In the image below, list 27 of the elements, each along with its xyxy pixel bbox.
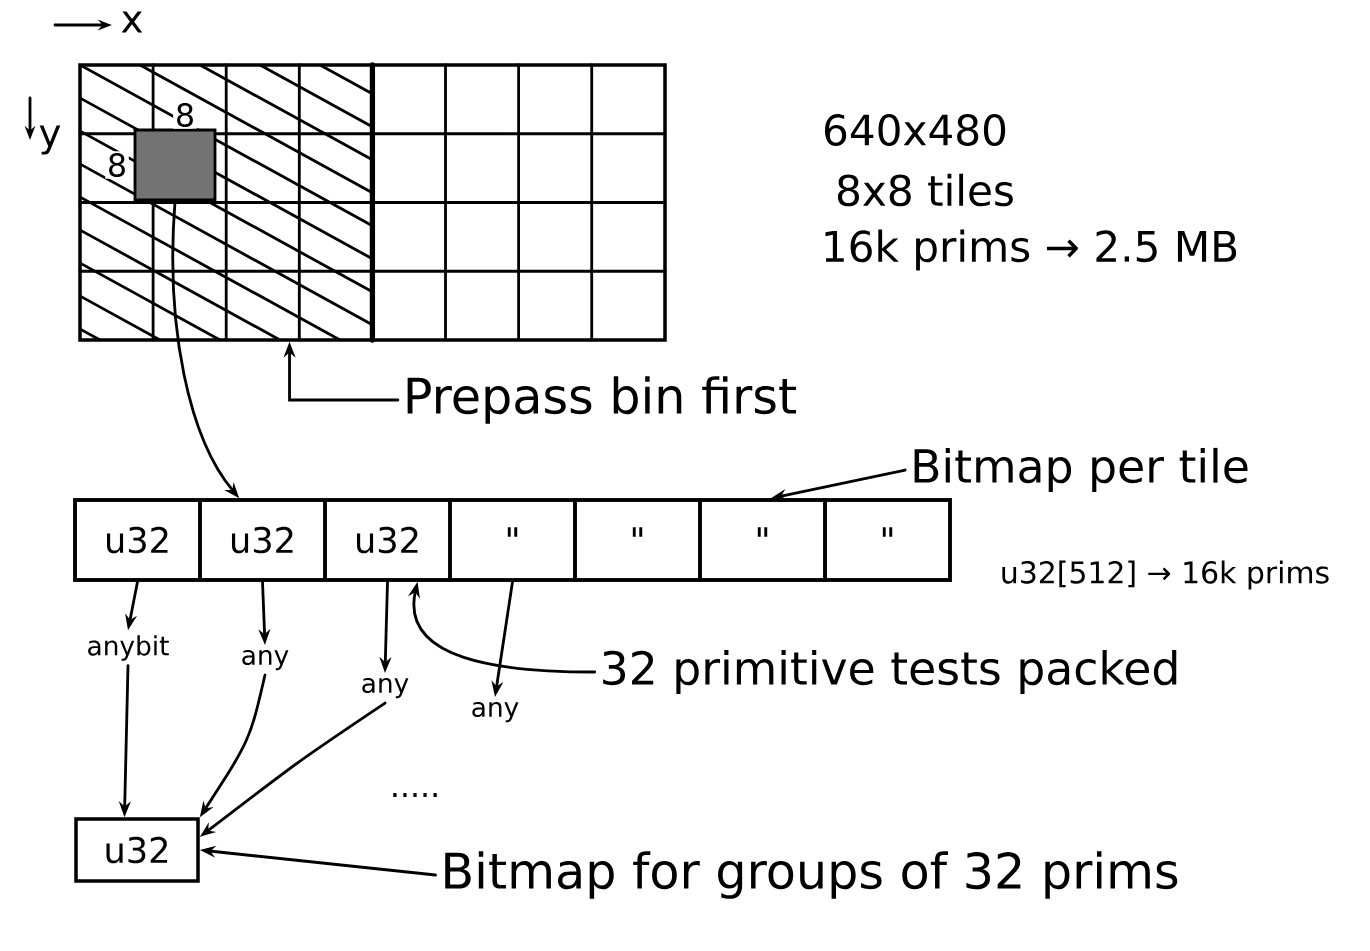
array-cell: "	[573, 498, 702, 582]
array-cell: "	[448, 498, 577, 582]
text-label: 32 primitive tests packed	[603, 649, 1177, 695]
array-cell: "	[823, 498, 952, 582]
text-label: Prepass bin first	[407, 376, 797, 424]
axis-label: y	[39, 125, 61, 155]
text-label: any	[362, 677, 409, 699]
note: 16k prims → 2.5 MB	[825, 229, 1237, 271]
tile-size-label: 8	[173, 101, 197, 129]
note: 8x8 tiles	[837, 173, 1013, 207]
text-label: any	[242, 649, 289, 671]
shaded-tile	[133, 128, 217, 202]
text-label: anybit	[88, 635, 169, 661]
array-cell: u32	[323, 498, 452, 582]
tile-size-label: 8	[105, 151, 129, 179]
array-cell: u32	[198, 498, 327, 582]
note: 640x480	[825, 114, 1006, 146]
text-label: any	[472, 701, 519, 723]
array-cell: "	[698, 498, 827, 582]
tile-grid	[78, 62, 667, 343]
array-cell: u32	[73, 498, 202, 582]
text-label: Bitmap per tile	[914, 447, 1248, 493]
axis-label: x	[121, 11, 143, 33]
bitmap-box: u32	[74, 817, 200, 883]
ellipsis: .....	[393, 793, 437, 797]
text-label: Bitmap for groups of 32 prims	[445, 851, 1178, 899]
note: u32[512] → 16k prims	[1002, 560, 1329, 590]
